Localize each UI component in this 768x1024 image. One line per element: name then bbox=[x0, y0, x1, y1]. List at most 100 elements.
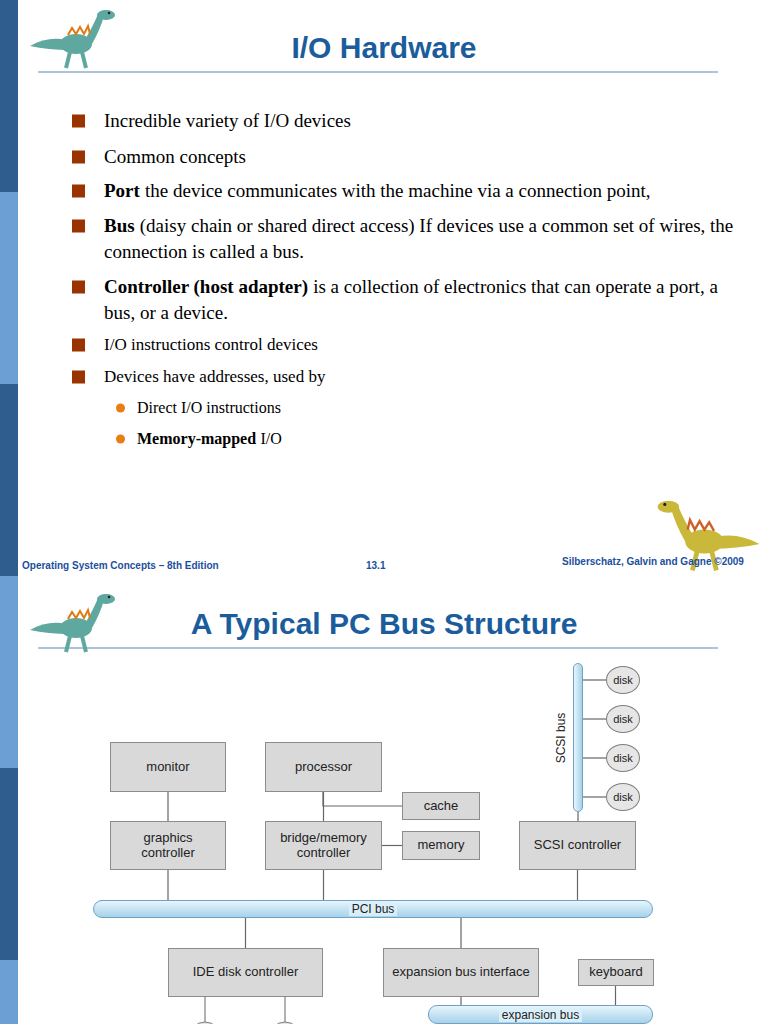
box-label: disk bbox=[613, 752, 633, 765]
side-bar bbox=[0, 960, 18, 1024]
box-label: IDE disk controller bbox=[193, 965, 298, 980]
disk-circle: disk bbox=[606, 705, 640, 733]
box-label: disk bbox=[613, 791, 633, 804]
bus-label: expansion bus bbox=[499, 1008, 582, 1022]
box-label: graphics controller bbox=[119, 831, 217, 861]
slide-title: A Typical PC Bus Structure bbox=[0, 606, 768, 642]
component-box: SCSI controller bbox=[519, 821, 636, 870]
title-rule bbox=[38, 648, 718, 649]
box-label: keyboard bbox=[589, 965, 642, 980]
side-bar bbox=[0, 384, 18, 576]
bullet-marker bbox=[116, 404, 125, 413]
bus-band-body bbox=[573, 663, 583, 812]
box-label: SCSI controller bbox=[534, 838, 621, 853]
title-rule bbox=[38, 72, 718, 73]
box-label: expansion bus interface bbox=[392, 965, 529, 980]
bus-connector bbox=[583, 718, 606, 719]
bullet-marker bbox=[72, 339, 85, 352]
disk-circle: disk bbox=[606, 744, 640, 772]
box-label: monitor bbox=[146, 760, 189, 775]
dinosaur-logo bbox=[30, 10, 115, 68]
bus-band: SCSI bus bbox=[551, 663, 583, 812]
bus-connector bbox=[615, 986, 616, 1005]
bus-connector bbox=[583, 679, 606, 680]
bullet-item: I/O instructions control devices bbox=[104, 334, 749, 356]
bullet-marker bbox=[72, 185, 85, 198]
bus-connector bbox=[167, 792, 168, 821]
bullet-item: Controller (host adapter)is a collection… bbox=[104, 274, 749, 326]
bus-connector bbox=[167, 870, 168, 900]
box-label: memory bbox=[418, 838, 465, 853]
bus-label: SCSI bus bbox=[555, 712, 569, 763]
bullet-marker bbox=[72, 371, 85, 384]
bus-connector bbox=[583, 757, 606, 758]
bullet-text: Direct I/O instructions bbox=[137, 399, 281, 416]
disk-symbol bbox=[269, 1022, 301, 1024]
bullet-item: Bus(daisy chain or shared direct access)… bbox=[104, 213, 749, 265]
box-label: disk bbox=[613, 674, 633, 687]
component-box: monitor bbox=[110, 742, 226, 792]
bus-connector bbox=[460, 918, 461, 948]
bullet-text: Devices have addresses, used by bbox=[104, 367, 325, 386]
bullet-marker bbox=[72, 220, 85, 233]
box-label: disk bbox=[613, 713, 633, 726]
bus-connector bbox=[460, 997, 461, 1005]
bullet-text: Port bbox=[104, 180, 140, 201]
bullet-text: Incredible variety of I/O devices bbox=[104, 110, 351, 131]
bullet-text: Bus bbox=[104, 215, 135, 236]
wire bbox=[285, 997, 286, 1022]
side-bar bbox=[0, 576, 18, 768]
disk-symbol bbox=[189, 1022, 221, 1024]
dinosaur-logo bbox=[30, 594, 115, 652]
component-box: bridge/memory controller bbox=[265, 821, 382, 870]
footer-text: Operating System Concepts – 8th Edition bbox=[22, 560, 219, 572]
bullet-text: Controller (host adapter) bbox=[104, 276, 308, 297]
bus-connector bbox=[583, 796, 606, 797]
slide-title: I/O Hardware bbox=[0, 30, 768, 66]
bullet-text: Common concepts bbox=[104, 146, 246, 167]
component-box: graphics controller bbox=[110, 821, 226, 870]
bus-band: expansion bus bbox=[428, 1005, 653, 1024]
component-box: IDE disk controller bbox=[168, 948, 323, 997]
bullet-marker bbox=[116, 435, 125, 444]
bullet-marker bbox=[72, 151, 85, 164]
bullet-text: the device communicates with the machine… bbox=[145, 180, 650, 201]
bullet-marker bbox=[72, 115, 85, 128]
bullet-item: Memory-mappedI/O bbox=[137, 428, 749, 450]
component-box: processor bbox=[265, 742, 382, 792]
side-bar bbox=[0, 0, 18, 192]
bullet-item: Devices have addresses, used by bbox=[104, 366, 749, 388]
side-bar bbox=[0, 192, 18, 384]
bus-connector bbox=[577, 812, 578, 821]
component-box: keyboard bbox=[578, 959, 654, 986]
side-bar bbox=[0, 768, 18, 960]
bus-connector bbox=[245, 918, 246, 948]
bullet-item: Direct I/O instructions bbox=[137, 397, 749, 419]
bus-band: PCI bus bbox=[93, 900, 653, 918]
bus-connector bbox=[323, 792, 402, 806]
bus-connector bbox=[382, 845, 402, 846]
bullet-text: (daisy chain or shared direct access) If… bbox=[104, 215, 733, 262]
bullet-text: I/O bbox=[260, 430, 281, 447]
page-number: 13.1 bbox=[366, 560, 385, 572]
disk-circle: disk bbox=[606, 783, 640, 811]
footer-text: Silberschatz, Galvin and Gagne ©2009 bbox=[562, 556, 744, 568]
bullet-text: I/O instructions control devices bbox=[104, 335, 318, 354]
box-label: cache bbox=[424, 799, 459, 814]
component-box: cache bbox=[402, 792, 480, 820]
component-box: expansion bus interface bbox=[383, 948, 539, 997]
box-label: processor bbox=[295, 760, 352, 775]
bus-connector bbox=[323, 870, 324, 900]
box-label: bridge/memory controller bbox=[274, 831, 373, 861]
bus-connector bbox=[577, 870, 578, 900]
bullet-item: Portthe device communicates with the mac… bbox=[104, 178, 749, 204]
wire bbox=[205, 997, 206, 1022]
component-box: memory bbox=[402, 831, 480, 860]
bus-label: PCI bus bbox=[349, 902, 398, 916]
bullet-item: Incredible variety of I/O devices bbox=[104, 108, 749, 134]
bullet-marker bbox=[72, 281, 85, 294]
bullet-item: Common concepts bbox=[104, 144, 749, 170]
disk-circle: disk bbox=[606, 666, 640, 694]
